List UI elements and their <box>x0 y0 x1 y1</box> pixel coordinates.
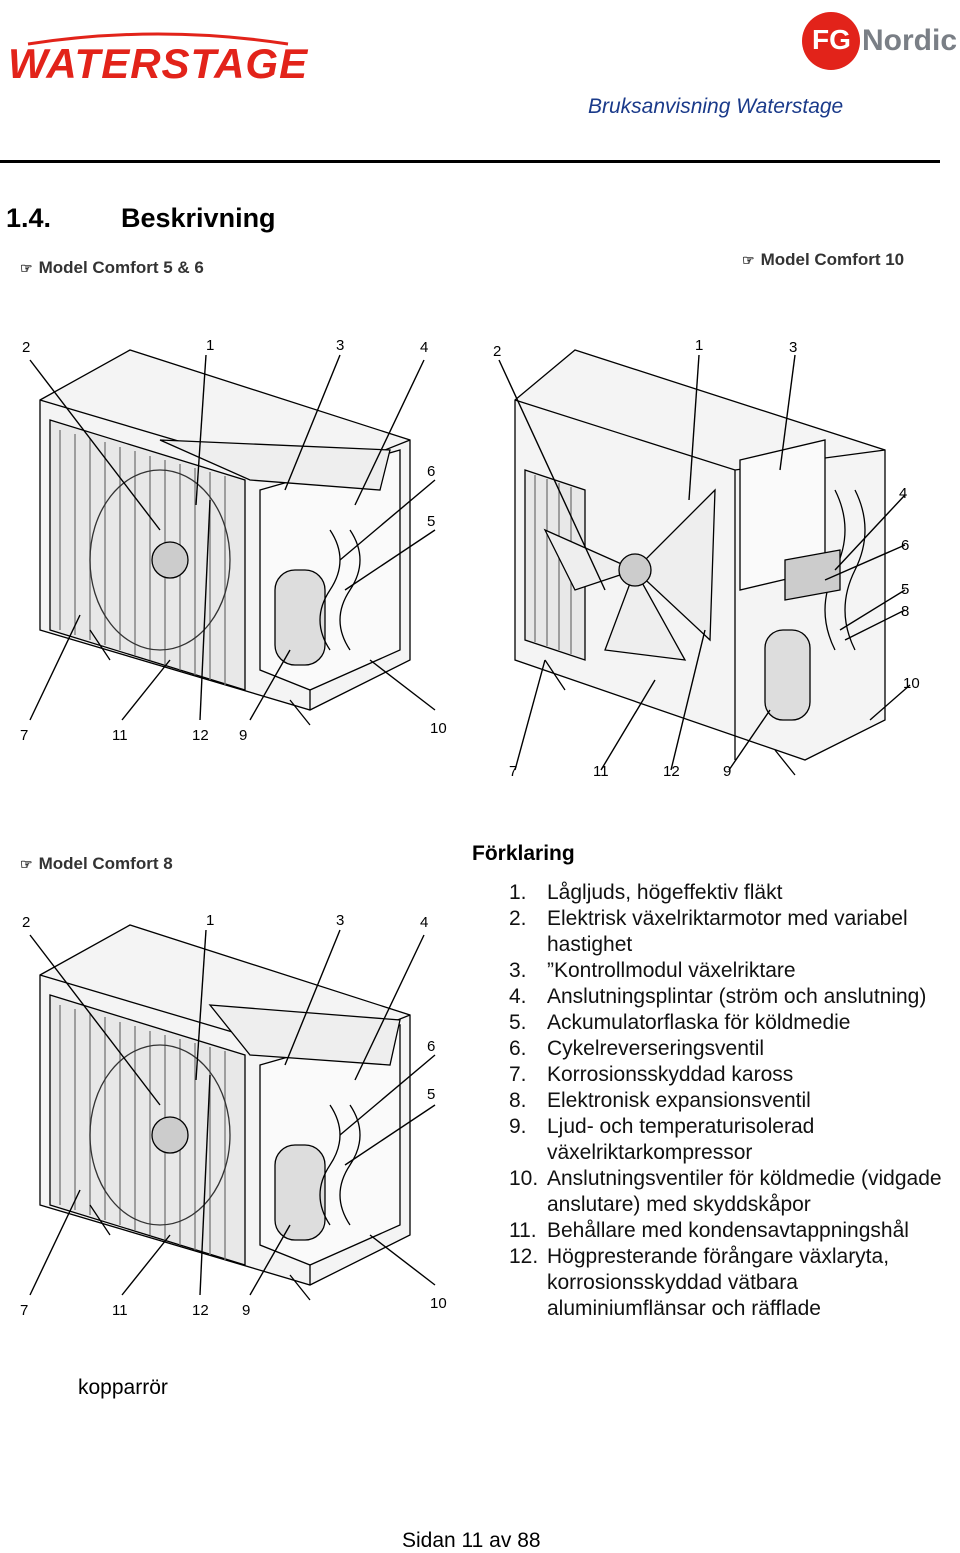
callout-2: 2 <box>22 914 30 931</box>
callout-7: 7 <box>509 763 517 780</box>
callout-9: 9 <box>239 727 247 744</box>
callout-5: 5 <box>427 1086 435 1103</box>
model-label-comfort-10: ☞Model Comfort 10 <box>742 250 905 269</box>
legend-item: 1.Lågljuds, högeffektiv fläkt <box>509 881 783 904</box>
callout-9: 9 <box>242 1302 250 1319</box>
legend-list: 1.Lågljuds, högeffektiv fläkt 2.Elektris… <box>472 880 952 1322</box>
callout-6: 6 <box>427 1038 435 1055</box>
callout-10: 10 <box>903 675 920 692</box>
callout-5: 5 <box>901 581 909 598</box>
callout-1: 1 <box>206 912 214 929</box>
fg-circle-icon <box>802 12 860 70</box>
heat-pump-diagram-comfort-5-6: 1 2 3 4 5 6 7 9 10 11 12 <box>20 337 447 744</box>
model-label-comfort-8: ☞Model Comfort 8 <box>20 854 173 873</box>
header-rule <box>0 160 940 163</box>
callout-4: 4 <box>899 485 907 502</box>
nordic-logo-text: Nordic <box>862 24 958 57</box>
callout-11: 11 <box>112 1302 128 1319</box>
legend-item: 2.Elektrisk växelriktarmotor med variabe… <box>509 907 908 956</box>
callout-7: 7 <box>20 727 28 744</box>
heat-pump-diagram-comfort-10: 1 2 3 4 5 6 7 8 9 10 11 12 <box>493 337 920 780</box>
callout-10: 10 <box>430 720 447 737</box>
callout-6: 6 <box>901 537 909 554</box>
callout-10: 10 <box>430 1295 447 1312</box>
callout-3: 3 <box>336 337 344 354</box>
page-number: Sidan 11 av 88 <box>402 1529 541 1552</box>
section-title: Beskrivning <box>121 203 276 233</box>
model-label-comfort-5-6: ☞Model Comfort 5 & 6 <box>20 258 204 277</box>
callout-5: 5 <box>427 513 435 530</box>
legend-item: 11.Behållare med kondensavtappningshål <box>509 1219 909 1242</box>
document-subtitle: Bruksanvisning Waterstage <box>588 95 844 118</box>
legend-item: 8.Elektronisk expansionsventil <box>509 1089 811 1112</box>
waterstage-logo-text: WATERSTAGE <box>8 40 309 87</box>
legend-item: 3.”Kontrollmodul växelriktare <box>509 959 796 982</box>
callout-7: 7 <box>20 1302 28 1319</box>
callout-9: 9 <box>723 763 731 780</box>
heat-pump-diagram-comfort-8: 1 2 3 4 5 6 7 9 10 11 12 <box>20 912 447 1319</box>
pointing-hand-icon: ☞ <box>742 252 755 268</box>
callout-11: 11 <box>593 763 609 780</box>
legend-item: 7.Korrosionsskyddad kaross <box>509 1063 794 1086</box>
waterstage-swoosh-icon <box>27 32 289 46</box>
legend-item: 9.Ljud- och temperaturisolerad växelrikt… <box>509 1115 815 1164</box>
callout-11: 11 <box>112 727 128 744</box>
section-heading: 1.4. Beskrivning <box>6 203 276 234</box>
pointing-hand-icon: ☞ <box>20 856 33 872</box>
callout-4: 4 <box>420 339 428 356</box>
legend-item: 12.Högpresterande förångare växlaryta, k… <box>509 1245 890 1320</box>
callout-3: 3 <box>789 339 797 356</box>
callout-2: 2 <box>22 339 30 356</box>
legend-item: 6.Cykelreverseringsventil <box>509 1037 765 1060</box>
waterstage-logo <box>8 30 308 90</box>
pointing-hand-icon: ☞ <box>20 260 33 276</box>
callout-3: 3 <box>336 912 344 929</box>
fg-nordic-logo: FG Nordic <box>802 10 957 70</box>
callout-2: 2 <box>493 343 501 360</box>
callout-12: 12 <box>192 727 209 744</box>
legend: Förklaring 1.Lågljuds, högeffektiv fläkt… <box>472 842 952 1322</box>
callout-8: 8 <box>901 603 909 620</box>
fg-logo-text: FG <box>812 24 851 55</box>
callout-6: 6 <box>427 463 435 480</box>
legend-item: 5.Ackumulatorflaska för köldmedie <box>509 1011 851 1034</box>
callout-12: 12 <box>192 1302 209 1319</box>
callout-1: 1 <box>206 337 214 354</box>
section-number: 1.4. <box>6 203 52 233</box>
legend-item: 4.Anslutningsplintar (ström och anslutni… <box>509 985 927 1008</box>
callout-4: 4 <box>420 914 428 931</box>
legend-item: 10.Anslutningsventiler för köldmedie (vi… <box>509 1167 942 1216</box>
callout-12: 12 <box>663 763 680 780</box>
legend-continuation: kopparrör <box>78 1376 168 1399</box>
legend-title: Förklaring <box>472 842 575 865</box>
callout-1: 1 <box>695 337 703 354</box>
